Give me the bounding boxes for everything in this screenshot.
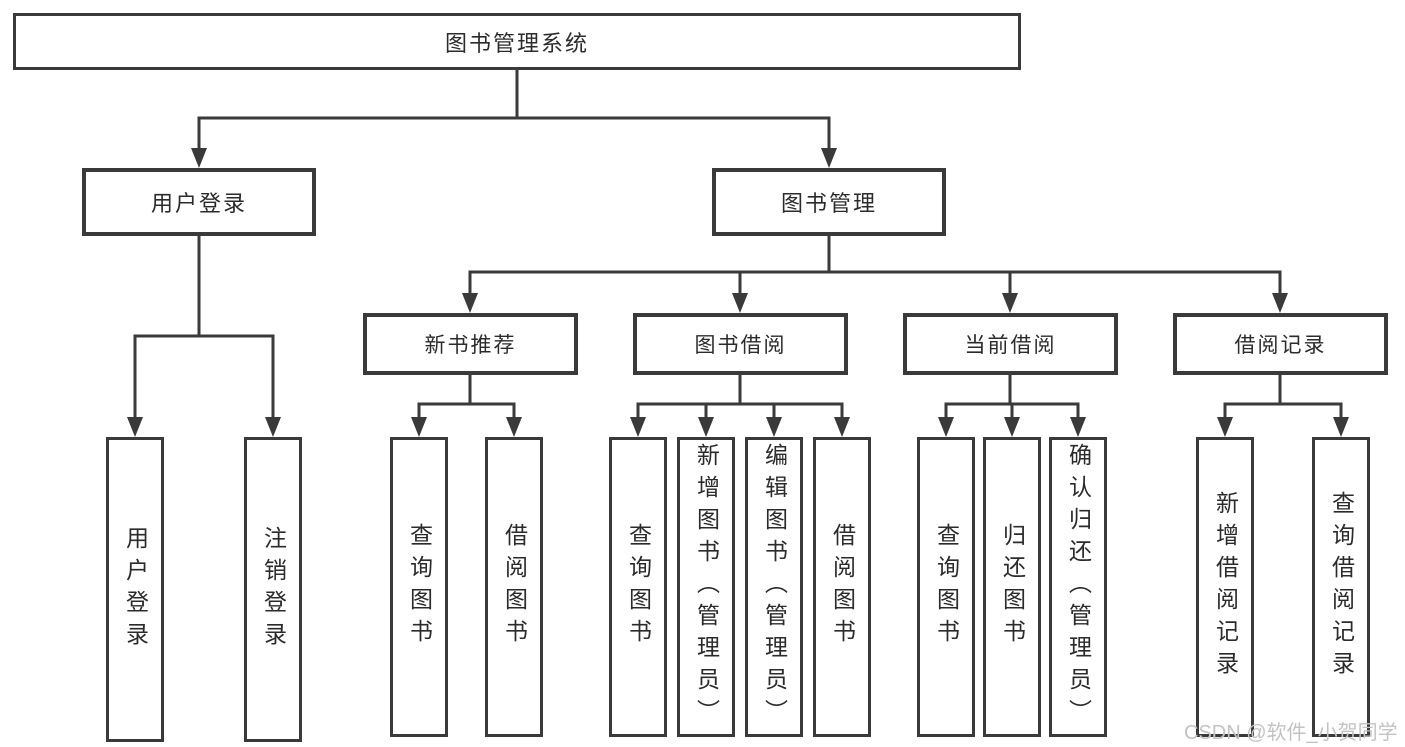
leaf-logout: 注销登录 (244, 437, 302, 742)
node-label: 查询借阅记录 (1328, 491, 1355, 683)
node-label: 新书推荐 (424, 334, 517, 357)
node-library-management-system: 图书管理系统 (13, 13, 1021, 70)
node-label: 用户登录 (150, 191, 247, 216)
leaf-query-borrow-record: 查询借阅记录 (1312, 437, 1370, 737)
node-current-borrowing: 当前借阅 (903, 313, 1118, 375)
node-label: 借阅图书 (501, 523, 528, 651)
node-label: 注销登录 (260, 525, 287, 654)
node-label: 图书借阅 (694, 334, 787, 357)
node-label: 编辑图书（管理员） (761, 443, 788, 731)
node-label: 查询图书 (406, 523, 433, 651)
leaf-query-books-1: 查询图书 (390, 437, 448, 737)
leaf-query-books-2: 查询图书 (609, 437, 667, 737)
node-label: 归还图书 (999, 523, 1026, 651)
node-label: 新增借阅记录 (1212, 491, 1239, 683)
node-label: 借阅记录 (1234, 334, 1327, 357)
node-label: 图书管理 (780, 191, 877, 216)
leaf-borrow-books-2: 借阅图书 (813, 437, 871, 737)
leaf-query-books-3: 查询图书 (917, 437, 975, 737)
node-book-management: 图书管理 (712, 168, 946, 236)
node-label: 确认归还（管理员） (1065, 443, 1092, 731)
node-label: 图书管理系统 (444, 30, 589, 56)
node-borrowing-records: 借阅记录 (1173, 313, 1388, 375)
node-label: 查询图书 (933, 523, 960, 651)
leaf-edit-books-admin: 编辑图书（管理员） (745, 437, 803, 737)
leaf-user-login: 用户登录 (106, 437, 164, 742)
node-label: 当前借阅 (964, 334, 1057, 357)
leaf-return-books: 归还图书 (983, 437, 1041, 737)
leaf-borrow-books-1: 借阅图书 (485, 437, 543, 737)
node-new-book-recommendation: 新书推荐 (363, 313, 578, 375)
leaf-add-borrow-record: 新增借阅记录 (1196, 437, 1254, 737)
node-label: 新增图书（管理员） (693, 443, 720, 731)
node-label: 用户登录 (122, 525, 149, 654)
leaf-add-books-admin: 新增图书（管理员） (677, 437, 735, 737)
node-book-borrowing: 图书借阅 (633, 313, 848, 375)
node-label: 查询图书 (625, 523, 652, 651)
csdn-watermark: CSDN @软件_小贺同学 (1184, 722, 1398, 744)
node-user-login: 用户登录 (82, 168, 316, 236)
leaf-confirm-return-admin: 确认归还（管理员） (1049, 437, 1107, 737)
node-label: 借阅图书 (829, 523, 856, 651)
